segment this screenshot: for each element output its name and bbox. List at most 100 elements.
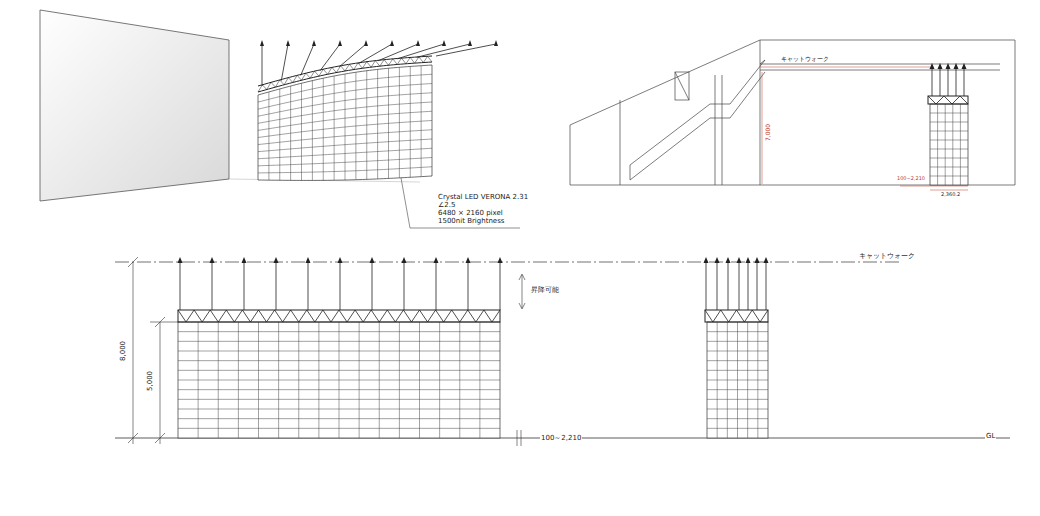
hoist-chain: [739, 260, 740, 310]
ground-level-label: GL: [985, 432, 996, 440]
hoist-motor: [498, 257, 503, 263]
panel-seam: [707, 331, 768, 332]
truss: [928, 96, 968, 104]
panel-seam: [930, 122, 968, 123]
product-callout: 1500nit Brightness: [437, 217, 505, 225]
screen-panel: [40, 10, 229, 201]
hoist-motor: [338, 257, 343, 263]
hoist-chain: [404, 260, 405, 310]
panel-seam: [178, 331, 500, 332]
panel-seam: [707, 380, 768, 381]
led-wall-side: [704, 257, 769, 438]
panel-seam: [707, 399, 768, 400]
panel-seam: [937, 104, 938, 185]
hoist-motor: [930, 63, 935, 69]
panel-seam: [334, 76, 335, 180]
panel-seam: [945, 104, 946, 185]
panel-seam: [421, 66, 422, 177]
panel-seam: [930, 149, 968, 150]
panel-seam: [178, 341, 500, 342]
depth-dimension: 2,360.2: [940, 192, 961, 198]
hoist-chain: [717, 260, 718, 310]
panel-seam: [399, 67, 400, 178]
led-wall-front: [178, 257, 503, 438]
hoist-chain: [340, 260, 341, 310]
hoist-chain: [262, 44, 263, 86]
hoist-motor: [416, 40, 420, 46]
hoist-motor: [466, 257, 471, 263]
hoist-motor: [726, 257, 731, 263]
hoist-motor: [946, 63, 951, 69]
height-dimension: 7,000: [765, 123, 772, 142]
hoist-motor: [402, 257, 407, 263]
offset-dimension: 100～2,210: [540, 434, 582, 442]
product-callout: ∠2.5: [437, 201, 456, 209]
panel-seam: [707, 409, 768, 410]
panel-seam: [178, 351, 500, 352]
led-panel-frame: [707, 322, 768, 438]
lift-note: 昇降可能: [530, 286, 560, 294]
hoist-motor: [286, 40, 290, 46]
hoist-motor: [434, 257, 439, 263]
hoist-chain: [301, 44, 314, 75]
hoist-chain: [748, 260, 749, 310]
hoist-chain: [212, 260, 213, 310]
hoist-chain: [500, 260, 501, 310]
panel-seam: [178, 389, 500, 390]
hoist-chain: [276, 260, 277, 310]
hoist-motor: [954, 63, 959, 69]
hoist-chain: [339, 44, 366, 67]
hoist-motor: [962, 63, 967, 69]
hoist-chain: [359, 44, 392, 63]
hoist-motor: [494, 40, 498, 46]
hoist-motor: [468, 40, 472, 46]
hoist-chain: [244, 260, 245, 310]
panel-seam: [366, 71, 367, 180]
panel-seam: [178, 370, 500, 371]
panel-seam: [279, 89, 280, 180]
panel-seam: [301, 83, 302, 180]
panel-seam: [355, 72, 356, 179]
panel-seam: [410, 66, 411, 177]
panel-seam: [707, 341, 768, 342]
hoist-motor: [210, 257, 215, 263]
offset-dimension: 100~2,210: [896, 176, 926, 182]
panel-seam: [290, 86, 291, 180]
hoist-motor: [364, 40, 368, 46]
hoist-motor: [338, 40, 342, 46]
panel-seam: [707, 360, 768, 361]
panel-seam: [707, 418, 768, 419]
truss: [705, 310, 768, 322]
product-callout: 6480 × 2160 pixel: [437, 209, 504, 217]
hoist-chain: [468, 260, 469, 310]
panel-seam: [930, 140, 968, 141]
panel-seam: [178, 399, 500, 400]
hoist-chain: [728, 260, 729, 310]
dimension-lines-red: [760, 67, 968, 190]
hoist-chain: [320, 44, 340, 71]
hoist-chain: [964, 66, 965, 96]
dimension-lines: [128, 257, 525, 446]
hoist-chain: [932, 66, 933, 96]
hoist-motor: [737, 257, 742, 263]
hoist-chain: [308, 260, 309, 310]
led-column-small: [928, 63, 968, 185]
hoist-chain: [940, 66, 941, 96]
panel-seam: [178, 409, 500, 410]
truss-lacing: [178, 310, 500, 322]
height-dimension: 8,000: [119, 340, 127, 362]
panel-seam: [323, 78, 324, 180]
hoist-motor: [746, 257, 751, 263]
height-dimension: 5,000: [146, 370, 154, 392]
hoist-chain: [948, 66, 949, 96]
curved-led-wall: [258, 65, 432, 180]
truss: [178, 310, 500, 322]
hoist-motor: [242, 257, 247, 263]
hoist-chain: [757, 260, 758, 310]
panel-seam: [178, 428, 500, 429]
hoist-motor: [704, 257, 709, 263]
panel-seam: [388, 68, 389, 178]
hoist-motor: [755, 257, 760, 263]
panel-seam: [268, 92, 269, 180]
